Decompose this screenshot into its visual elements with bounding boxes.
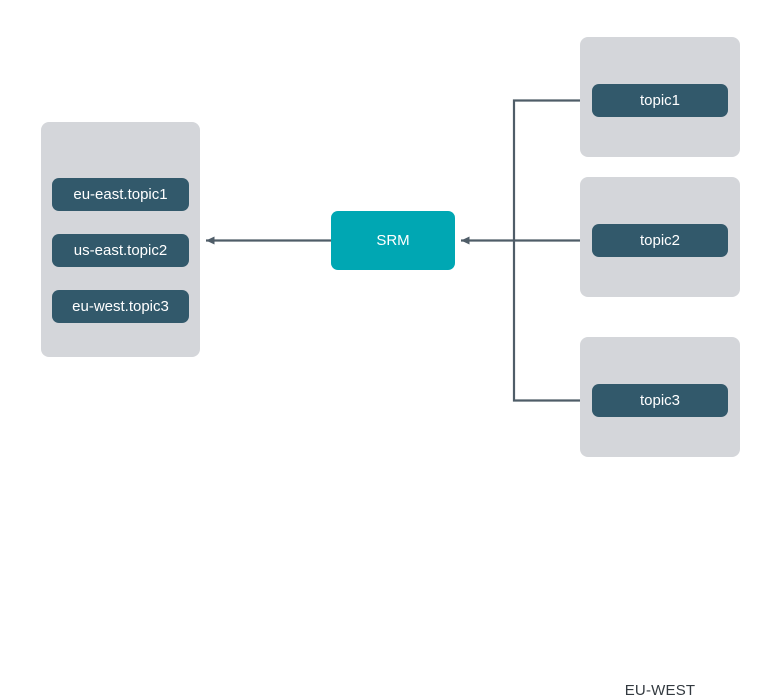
region-title-eu-west: EU-WEST — [624, 682, 696, 699]
srm-node[interactable]: SRM — [331, 211, 455, 270]
topic-eu-west-topic3[interactable]: eu-west.topic3 — [52, 290, 189, 323]
diagram-canvas: US-WEST eu-east.topic1 us-east.topic2 eu… — [41, 37, 740, 699]
topic-topic3[interactable]: topic3 — [592, 384, 728, 417]
topic-topic2[interactable]: topic2 — [592, 224, 728, 257]
topic-eu-east-topic1[interactable]: eu-east.topic1 — [52, 178, 189, 211]
connector-layer — [206, 99, 592, 402]
topic-topic1[interactable]: topic1 — [592, 84, 728, 117]
topic-us-east-topic2[interactable]: us-east.topic2 — [52, 234, 189, 267]
connector-source-bus — [512, 99, 592, 402]
